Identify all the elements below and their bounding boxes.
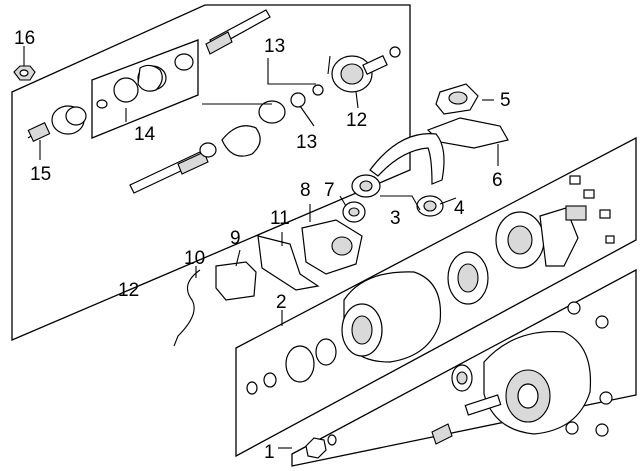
control-module[interactable]: [215, 261, 257, 301]
callout-12: 12: [118, 280, 139, 301]
callout-1: 1: [264, 442, 275, 463]
axle-shaft[interactable]: [129, 9, 271, 194]
carrier-housing[interactable]: [483, 330, 592, 435]
boot-kit-inset: [91, 39, 199, 139]
callout-13-lower: 13: [296, 132, 317, 153]
differential-housing[interactable]: [341, 271, 442, 363]
callout-3: 3: [390, 208, 401, 229]
callout-9: 9: [230, 228, 241, 249]
callout-4: 4: [454, 198, 465, 219]
carrier-panel: [291, 268, 637, 467]
callout-8: 8: [300, 180, 311, 201]
callout-13-upper: 12: [346, 110, 367, 131]
callout-17: 16: [14, 28, 35, 49]
callout-16: 14: [134, 124, 156, 145]
callout-15: 15: [30, 164, 51, 185]
callout-7: 7: [324, 180, 335, 201]
callout-6: 6: [492, 170, 503, 191]
outer-cv-joint[interactable]: [27, 105, 87, 142]
halfshaft-parts: [13, 9, 401, 194]
callout-2: 2: [276, 292, 287, 313]
wiring-harness[interactable]: [173, 269, 201, 347]
inner-cv-joint[interactable]: [331, 46, 401, 93]
shim[interactable]: [431, 423, 453, 445]
leader-lines: [23, 46, 499, 449]
mounting-parts: [173, 83, 509, 347]
clutch-pack[interactable]: [495, 207, 579, 269]
side-bearing-seals[interactable]: [246, 338, 337, 395]
small-hardware[interactable]: [565, 175, 615, 244]
halfshaft-panel: [11, 4, 411, 341]
axle-nut[interactable]: [13, 65, 36, 81]
inner-boot-kit[interactable]: [199, 84, 324, 158]
callout-labels: 16 15 14 13 12 13 5 6 4 3 7 8 11 9 10 12…: [14, 28, 511, 463]
pinion-seal[interactable]: [451, 364, 473, 392]
callout-10: 10: [184, 248, 205, 269]
differential-panel: [235, 136, 637, 458]
differential-assembly: [246, 175, 615, 395]
panel-outlines: [11, 4, 637, 467]
boot-kit[interactable]: [96, 53, 194, 109]
rear-mount[interactable]: [435, 83, 479, 115]
differential-support[interactable]: [369, 133, 445, 217]
carrier-assembly: [305, 301, 613, 459]
front-bushing[interactable]: [342, 201, 366, 223]
front-bracket[interactable]: [301, 219, 363, 275]
callout-14: 13: [264, 36, 285, 57]
callout-11: 11: [270, 208, 290, 229]
module-bracket[interactable]: [257, 235, 320, 291]
support-bushing[interactable]: [351, 174, 381, 198]
ring-gear[interactable]: [447, 251, 489, 305]
carrier-bolts[interactable]: [565, 301, 613, 437]
pinion-flange[interactable]: [464, 394, 502, 416]
flange-nut[interactable]: [305, 434, 337, 459]
callout-5: 5: [500, 90, 511, 111]
